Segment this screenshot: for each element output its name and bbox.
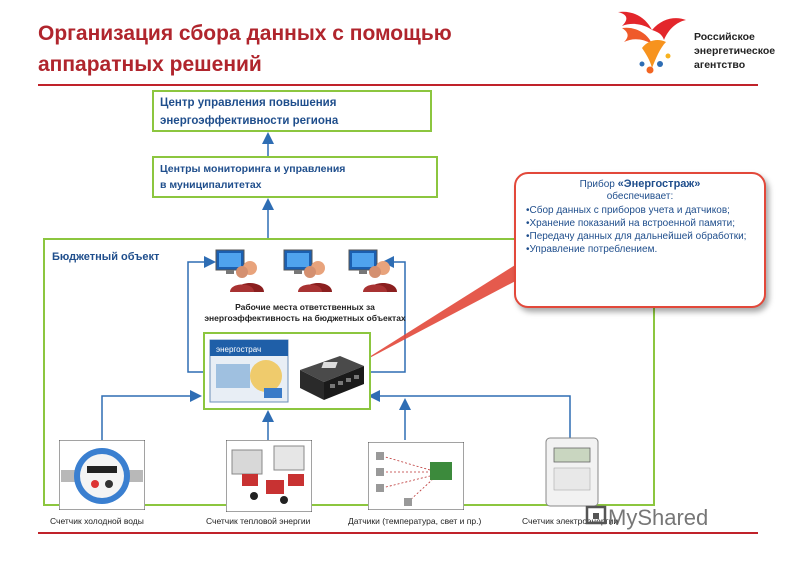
electricity-meter-label: Счетчик электроэнергии bbox=[522, 516, 619, 526]
workstation-user-icon bbox=[215, 249, 264, 292]
device-package-icon: энергострач bbox=[209, 339, 289, 403]
cold-water-meter-icon bbox=[59, 440, 145, 510]
electricity-meter-icon bbox=[545, 437, 599, 507]
sensors-label: Датчики (температура, свет и пр.) bbox=[348, 516, 482, 526]
region-center-line-2: энергоэффективности региона bbox=[160, 115, 339, 127]
title-underline bbox=[38, 84, 758, 86]
workstations-label: Рабочие места ответственных за энергоэфф… bbox=[190, 302, 420, 324]
logo-line-1: Российское bbox=[694, 31, 755, 43]
heat-meter-label: Счетчик тепловой энергии bbox=[206, 516, 311, 526]
device-unit-icon bbox=[300, 356, 364, 400]
myshared-logo-icon bbox=[585, 505, 607, 525]
callout-heading-prefix: Прибор bbox=[579, 179, 618, 190]
callout-feature-item: •Управление потреблением. bbox=[526, 244, 658, 255]
callout-feature-item: •Передачу данных для дальнейшей обработк… bbox=[526, 231, 747, 242]
page-title-line-1: Организация сбора данных с помощью bbox=[38, 22, 452, 45]
sensors-icon bbox=[368, 442, 464, 510]
page-title: Организация сбора данных с помощью аппар… bbox=[38, 18, 578, 80]
workstation-user-icon bbox=[348, 249, 397, 292]
callout-feature-list: •Сбор данных с приборов учета и датчиков… bbox=[526, 204, 762, 256]
callout-heading-line-2: обеспечивает: bbox=[606, 191, 674, 202]
callout-heading: Прибор «Энергостраж» обеспечивает: bbox=[516, 178, 764, 203]
cold-water-meter-label: Счетчик холодной воды bbox=[50, 516, 144, 526]
device-box-brand: энергострач bbox=[216, 345, 261, 354]
logo-text: Российское энергетическое агентство bbox=[694, 30, 775, 72]
phoenix-logo-icon bbox=[618, 11, 686, 74]
municipal-centers-line-1: Центры мониторинга и управления bbox=[160, 163, 346, 175]
municipal-centers-line-2: в муниципалитетах bbox=[160, 179, 262, 191]
region-center-box: Центр управления повышения энергоэффекти… bbox=[152, 90, 432, 132]
workstation-user-icon bbox=[283, 249, 332, 292]
workstations-label-line-1: Рабочие места ответственных за bbox=[235, 302, 375, 312]
callout-feature-item: •Сбор данных с приборов учета и датчиков… bbox=[526, 205, 730, 216]
footer-line bbox=[38, 532, 758, 534]
municipal-centers-box: Центры мониторинга и управления в муници… bbox=[152, 156, 438, 198]
callout-feature-item: •Хранение показаний на встроенной памяти… bbox=[526, 218, 735, 229]
page-title-line-2: аппаратных решений bbox=[38, 53, 262, 76]
region-center-line-1: Центр управления повышения bbox=[160, 97, 337, 109]
device-features-callout: Прибор «Энергостраж» обеспечивает: •Сбор… bbox=[514, 172, 766, 308]
heat-meter-icon bbox=[226, 440, 312, 512]
logo-line-2: энергетическое bbox=[694, 45, 776, 57]
callout-device-name: «Энергостраж» bbox=[617, 178, 701, 190]
workstations-label-line-2: энергоэффективность на бюджетных объекта… bbox=[204, 313, 406, 323]
budget-building-label: Бюджетный объект bbox=[52, 251, 160, 263]
myshared-watermark: MyShared bbox=[608, 505, 709, 530]
budget-building-frame bbox=[43, 238, 655, 506]
logo-line-3: агентство bbox=[694, 59, 746, 71]
